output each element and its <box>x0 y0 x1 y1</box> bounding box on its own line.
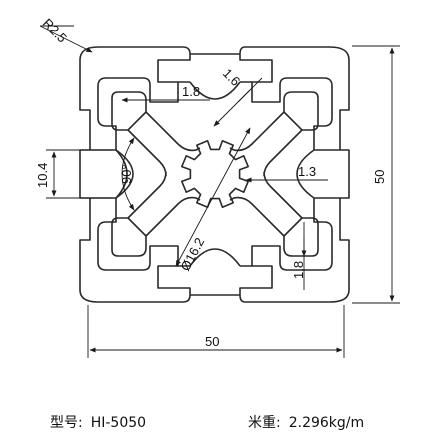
weight-value: 2.296kg/m <box>288 415 365 431</box>
weight-label: 米重: <box>248 415 281 431</box>
slot-curve-right <box>296 149 315 199</box>
dim-width: 50 <box>205 334 219 349</box>
pocket-bl <box>111 217 147 257</box>
pocket-tr <box>283 91 319 131</box>
slot-curve-top <box>189 81 241 100</box>
web-br-b <box>263 171 303 219</box>
model-value: HI-5050 <box>90 415 147 431</box>
model-label: 型号: <box>50 415 83 431</box>
web-bl-b <box>127 171 167 219</box>
web-tl <box>145 111 201 152</box>
outer-contour <box>79 46 191 151</box>
web-tr-b <box>263 129 303 177</box>
dim-corner-radius: R2.5 <box>40 16 70 46</box>
dim-slot-angle: 90° <box>119 164 134 184</box>
pocket-tl <box>111 91 147 131</box>
dimension-lines <box>39 25 400 358</box>
web-br <box>229 196 285 237</box>
outer-contour-tr <box>239 46 350 151</box>
dim-slot-wall-diag: 1.6 <box>220 66 243 89</box>
web-tr <box>229 111 285 152</box>
dim-center-wall: 1.3 <box>298 164 316 179</box>
aluminum-profile-cross-section: R2.5 1.8 1.6 10.4 90° 1.3 Ø16.2 1.8 50 5… <box>35 16 400 358</box>
dim-slot-wall-left: 1.8 <box>182 84 200 99</box>
weight-spec: 米重: 2.296kg/m <box>248 412 364 432</box>
dim-slot-depth-wall: 1.8 <box>291 261 306 279</box>
dim-height: 50 <box>372 170 387 184</box>
outer-contour-br <box>239 197 350 303</box>
outer-contour-bl <box>79 197 191 303</box>
dim-slot-opening: 10.4 <box>35 163 50 188</box>
web-bl <box>145 196 201 237</box>
model-spec: 型号: HI-5050 <box>50 412 146 432</box>
pocket-br <box>283 217 319 257</box>
slot-curve-left-inner <box>115 149 128 199</box>
spec-footer: 型号: HI-5050 米重: 2.296kg/m <box>0 412 440 436</box>
